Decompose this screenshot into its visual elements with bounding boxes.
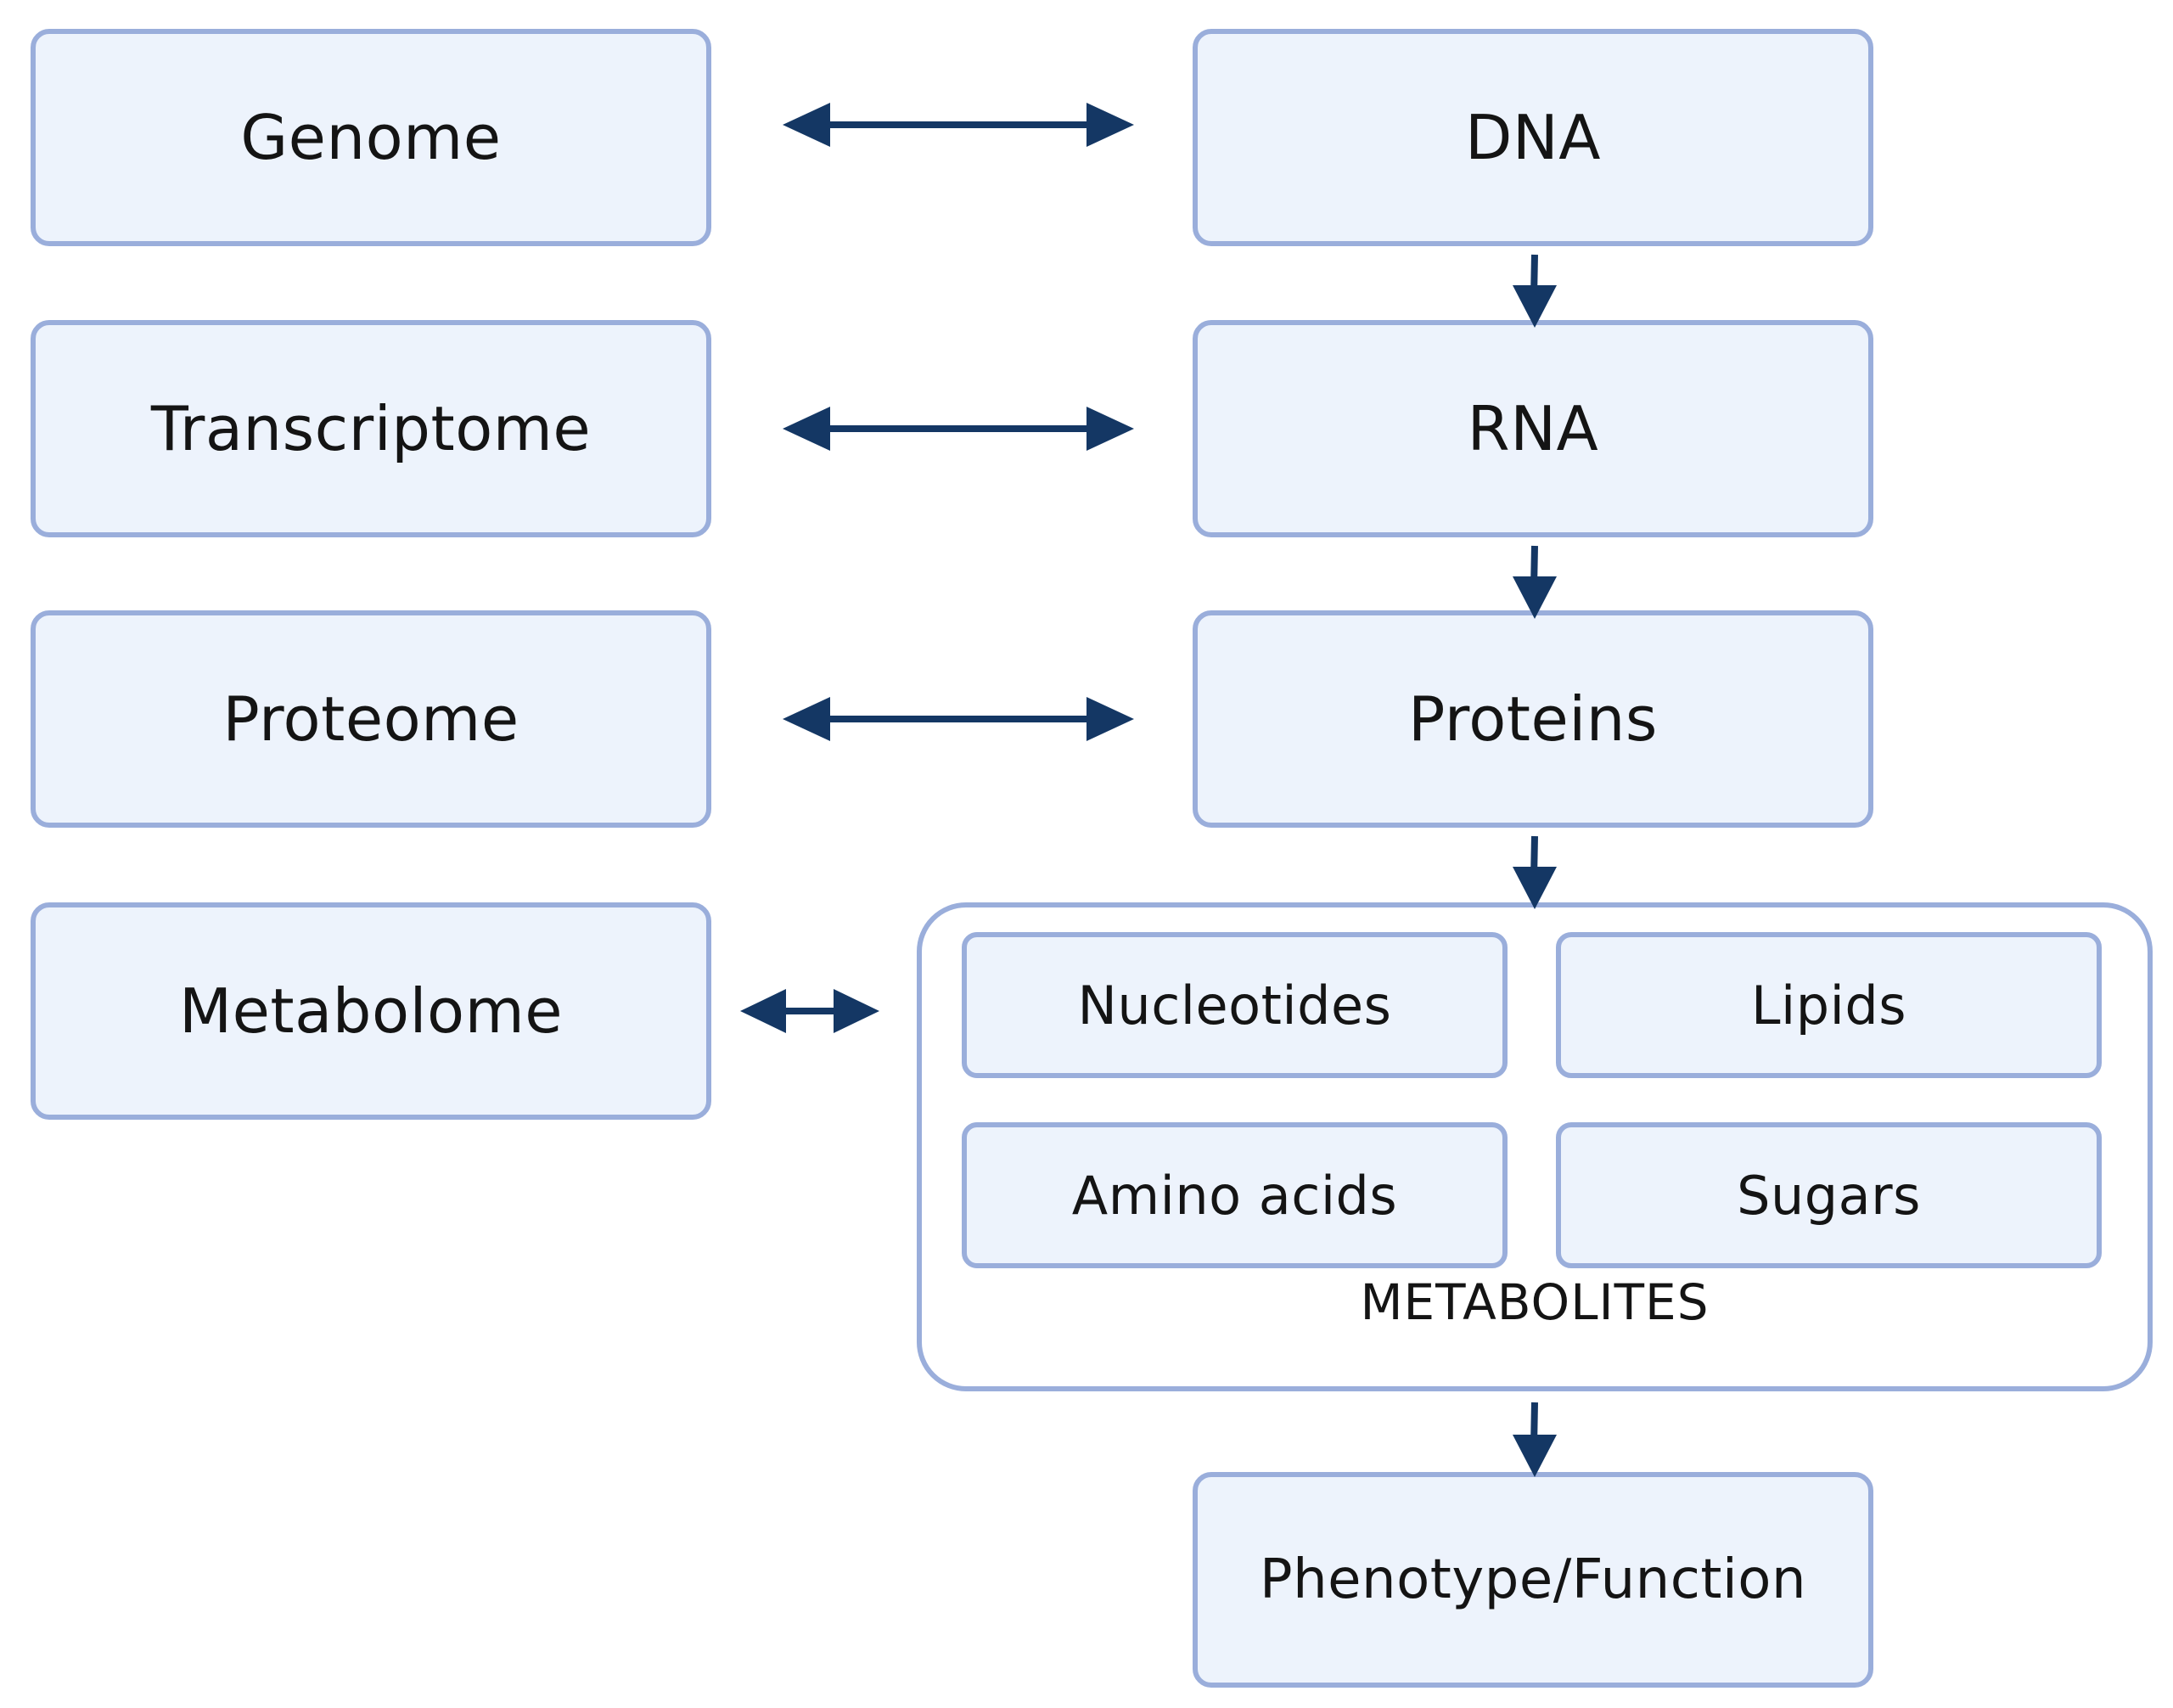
proteome-proteins-double-arrow [783,697,1134,741]
proteins-metabolites-down-arrow [1513,835,1557,909]
metabolome-box: Metabolome [31,902,711,1120]
metabolites-group-label: METABOLITES [1360,1273,1710,1331]
rna-box: RNA [1193,320,1873,537]
dna-rna-down-arrow [1513,254,1557,328]
proteome-label: Proteome [222,683,519,755]
proteome-box: Proteome [31,610,711,828]
nucleotides-label: Nucleotides [1077,974,1392,1037]
rna-label: RNA [1467,393,1599,464]
rna-proteins-down-arrow [1513,545,1557,619]
dna-label: DNA [1464,102,1602,173]
amino-acids-label: Amino acids [1071,1164,1398,1227]
lipids-box: Lipids [1556,932,2102,1078]
metabolites-phenotype-down-arrow [1513,1402,1557,1477]
nucleotides-box: Nucleotides [962,932,1508,1078]
metabolome-metabolites-double-arrow [740,989,879,1033]
genome-label: Genome [240,102,502,173]
transcriptome-label: Transcriptome [150,393,592,464]
sugars-box: Sugars [1556,1122,2102,1268]
phenotype-function-box: Phenotype/Function [1193,1472,1873,1688]
phenotype-function-label: Phenotype/Function [1260,1548,1806,1611]
metabolome-label: Metabolome [178,975,563,1047]
transcriptome-rna-double-arrow [783,407,1134,451]
dna-box: DNA [1193,29,1873,246]
genome-dna-double-arrow [783,103,1134,147]
sugars-label: Sugars [1737,1164,1921,1227]
lipids-label: Lipids [1750,974,1906,1037]
proteins-label: Proteins [1408,683,1658,755]
genome-box: Genome [31,29,711,246]
proteins-box: Proteins [1193,610,1873,828]
transcriptome-box: Transcriptome [31,320,711,537]
amino-acids-box: Amino acids [962,1122,1508,1268]
